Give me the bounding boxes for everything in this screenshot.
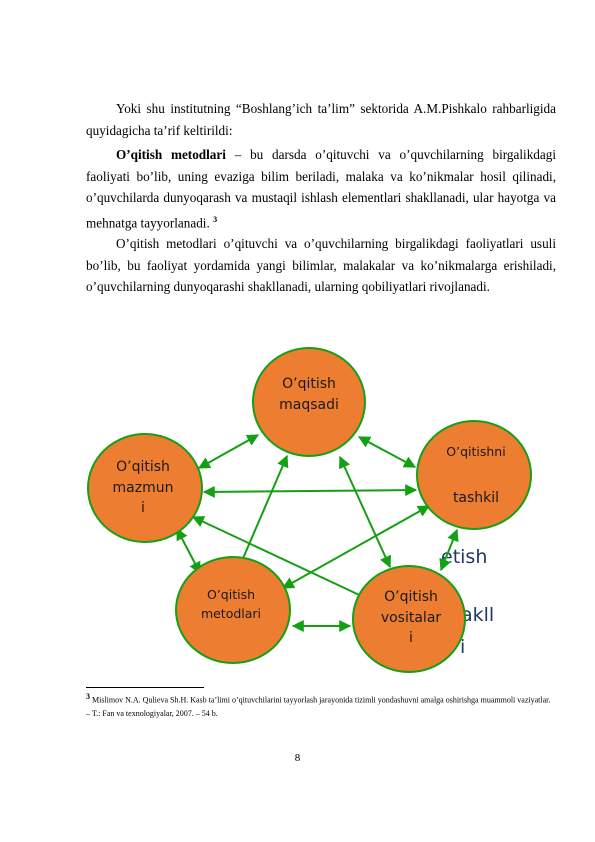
definition-paragraph: O’qitish metodlari – bu darsda o’qituvch… bbox=[86, 144, 556, 233]
footnote-ref: 3 bbox=[213, 214, 218, 224]
overflow-text-2: akll bbox=[461, 604, 494, 626]
methods-paragraph: O’qitish metodlari o’qituvchi va o’quvch… bbox=[86, 236, 556, 294]
node-tashkil-shape bbox=[416, 420, 532, 530]
node-vosita: O’qitish vositalar i bbox=[352, 565, 466, 673]
arrow-mazmun-tashkil bbox=[202, 484, 418, 498]
arrow-tashkil-vosita bbox=[439, 528, 459, 572]
node-maqsad-shape bbox=[252, 347, 366, 457]
overflow-text-1: etish bbox=[441, 546, 487, 568]
node-maqsad-line2: maqsadi bbox=[279, 397, 339, 413]
arrow-mazmun-metod bbox=[176, 527, 201, 575]
arrow-maqsad-metod bbox=[236, 454, 289, 572]
node-mazmun-line2: mazmun bbox=[113, 480, 174, 496]
footnote: 3 Mislimov N.A. Qulieva Sh.H. Kasb ta’li… bbox=[86, 690, 556, 720]
node-mazmun-shape bbox=[87, 433, 203, 543]
node-mazmun: O’qitish mazmun i bbox=[87, 433, 203, 543]
overflow-text-3: i bbox=[460, 636, 465, 658]
node-metod-line2: metodlari bbox=[201, 606, 261, 621]
node-maqsad: O’qitish maqsadi bbox=[252, 347, 366, 457]
footnote-rule bbox=[86, 687, 204, 688]
node-tashkil-line2: tashkil bbox=[453, 490, 499, 506]
node-vosita-line3: i bbox=[409, 630, 413, 646]
definition-text: – bu darsda o’qituvchi va o’quvchilarnin… bbox=[86, 147, 556, 230]
node-mazmun-line3: i bbox=[141, 500, 145, 516]
node-vosita-line1: O’qitish bbox=[384, 589, 438, 605]
node-tashkil-line1: O’qitishni bbox=[446, 444, 505, 459]
page-number: 8 bbox=[294, 752, 301, 764]
node-metod: O’qitish metodlari bbox=[175, 556, 291, 664]
node-vosita-line2: vositalar bbox=[381, 610, 442, 626]
node-metod-shape bbox=[175, 556, 291, 664]
node-tashkil: O’qitishni tashkil bbox=[416, 420, 532, 530]
footnote-marker: 3 bbox=[86, 692, 90, 701]
footnote-text: Mislimov N.A. Qulieva Sh.H. Kasb ta’limi… bbox=[86, 695, 551, 718]
node-metod-line1: O’qitish bbox=[207, 587, 255, 602]
intro-paragraph: Yoki shu institutning “Boshlang’ich ta’l… bbox=[86, 101, 556, 138]
node-vosita-shape bbox=[352, 565, 466, 673]
arrow-maqsad-tashkil bbox=[357, 436, 417, 468]
arrow-maqsad-vosita bbox=[339, 455, 391, 569]
node-maqsad-line1: O’qitish bbox=[282, 376, 336, 392]
arrow-tashkil-metod bbox=[281, 505, 431, 589]
arrows bbox=[176, 434, 459, 632]
definition-term: O’qitish metodlari bbox=[116, 147, 226, 162]
node-mazmun-line1: O’qitish bbox=[116, 459, 170, 475]
arrow-maqsad-mazmun bbox=[197, 434, 260, 469]
